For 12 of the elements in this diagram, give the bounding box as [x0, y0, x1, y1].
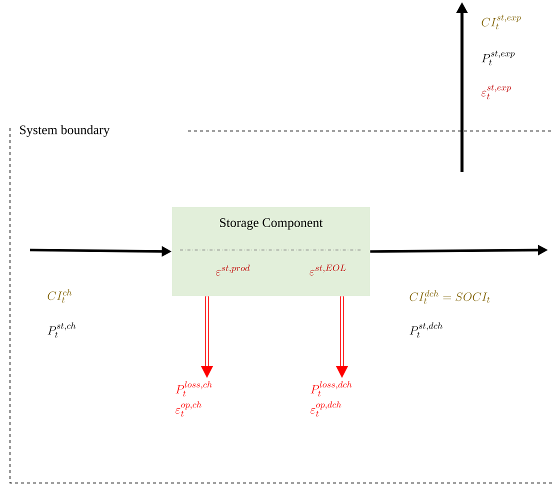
formula: $\varepsilon^{st,EOL}$: [310, 264, 346, 276]
formula: $P_t^{loss,ch}$ $\varepsilon_t^{op,ch}$: [176, 381, 212, 417]
formula: $CI_t^{ch}$: [48, 289, 72, 303]
formula: $P_t^{st,exp}$: [482, 50, 515, 66]
formula: $CI_t^{dch} = SOCI_t$: [410, 290, 490, 304]
boundary-label: System boundary: [20, 125, 110, 137]
formula: $CI_t^{st,exp}$: [482, 14, 521, 30]
formula: $P_t^{loss,dch}$ $\varepsilon_t^{op,dch}$: [310, 381, 352, 417]
formula: $P_t^{st,ch}$: [48, 322, 76, 338]
formula: $P_t^{st,dch}$: [410, 322, 442, 338]
formula: $\varepsilon^{st,prod}$: [216, 264, 250, 276]
formula: $\varepsilon_t^{st,exp}$: [482, 84, 511, 100]
